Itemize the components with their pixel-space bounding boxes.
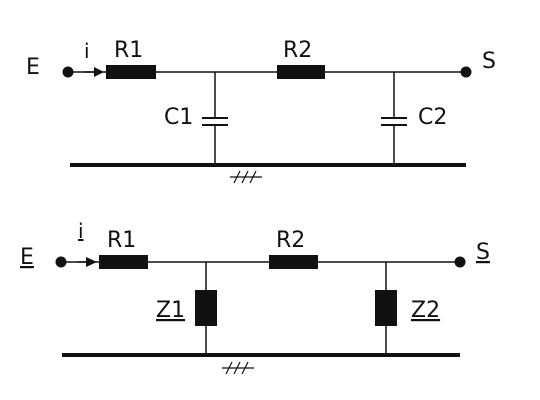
bottom-r1-label: R1 — [107, 228, 136, 253]
bottom-r2-label: R2 — [276, 228, 305, 253]
top-ground-icon — [230, 170, 262, 184]
top-r2-label: R2 — [283, 38, 312, 63]
top-output-terminal — [460, 66, 472, 78]
top-r2-resistor — [277, 65, 325, 79]
bottom-output-label: S — [476, 240, 490, 265]
bottom-r2-resistor — [269, 255, 318, 269]
bottom-output-terminal — [454, 256, 466, 268]
top-c2-label: C2 — [418, 105, 447, 130]
top-c1-label: C1 — [164, 105, 193, 130]
circuit-bottom: E i R1 R2 S Z1 Z2 — [20, 219, 490, 375]
top-output-label: S — [482, 49, 496, 74]
top-current-label: i — [84, 39, 90, 63]
bottom-z2-impedance — [375, 290, 397, 326]
bottom-input-terminal — [55, 256, 67, 268]
top-input-label: E — [26, 55, 40, 80]
top-r1-label: R1 — [114, 38, 143, 63]
bottom-current-arrow-icon — [86, 257, 97, 267]
bottom-z1-impedance — [195, 290, 217, 326]
bottom-current-label: i — [78, 219, 84, 243]
bottom-input-label: E — [20, 245, 34, 270]
top-r1-resistor — [106, 65, 156, 79]
bottom-z1-label: Z1 — [156, 298, 185, 323]
bottom-ground-icon — [222, 361, 254, 375]
top-input-terminal — [62, 66, 74, 78]
circuit-top: E i R1 R2 S C1 C2 — [26, 38, 496, 184]
bottom-r1-resistor — [99, 255, 148, 269]
top-current-arrow-icon — [94, 67, 104, 77]
bottom-z2-label: Z2 — [411, 298, 440, 323]
